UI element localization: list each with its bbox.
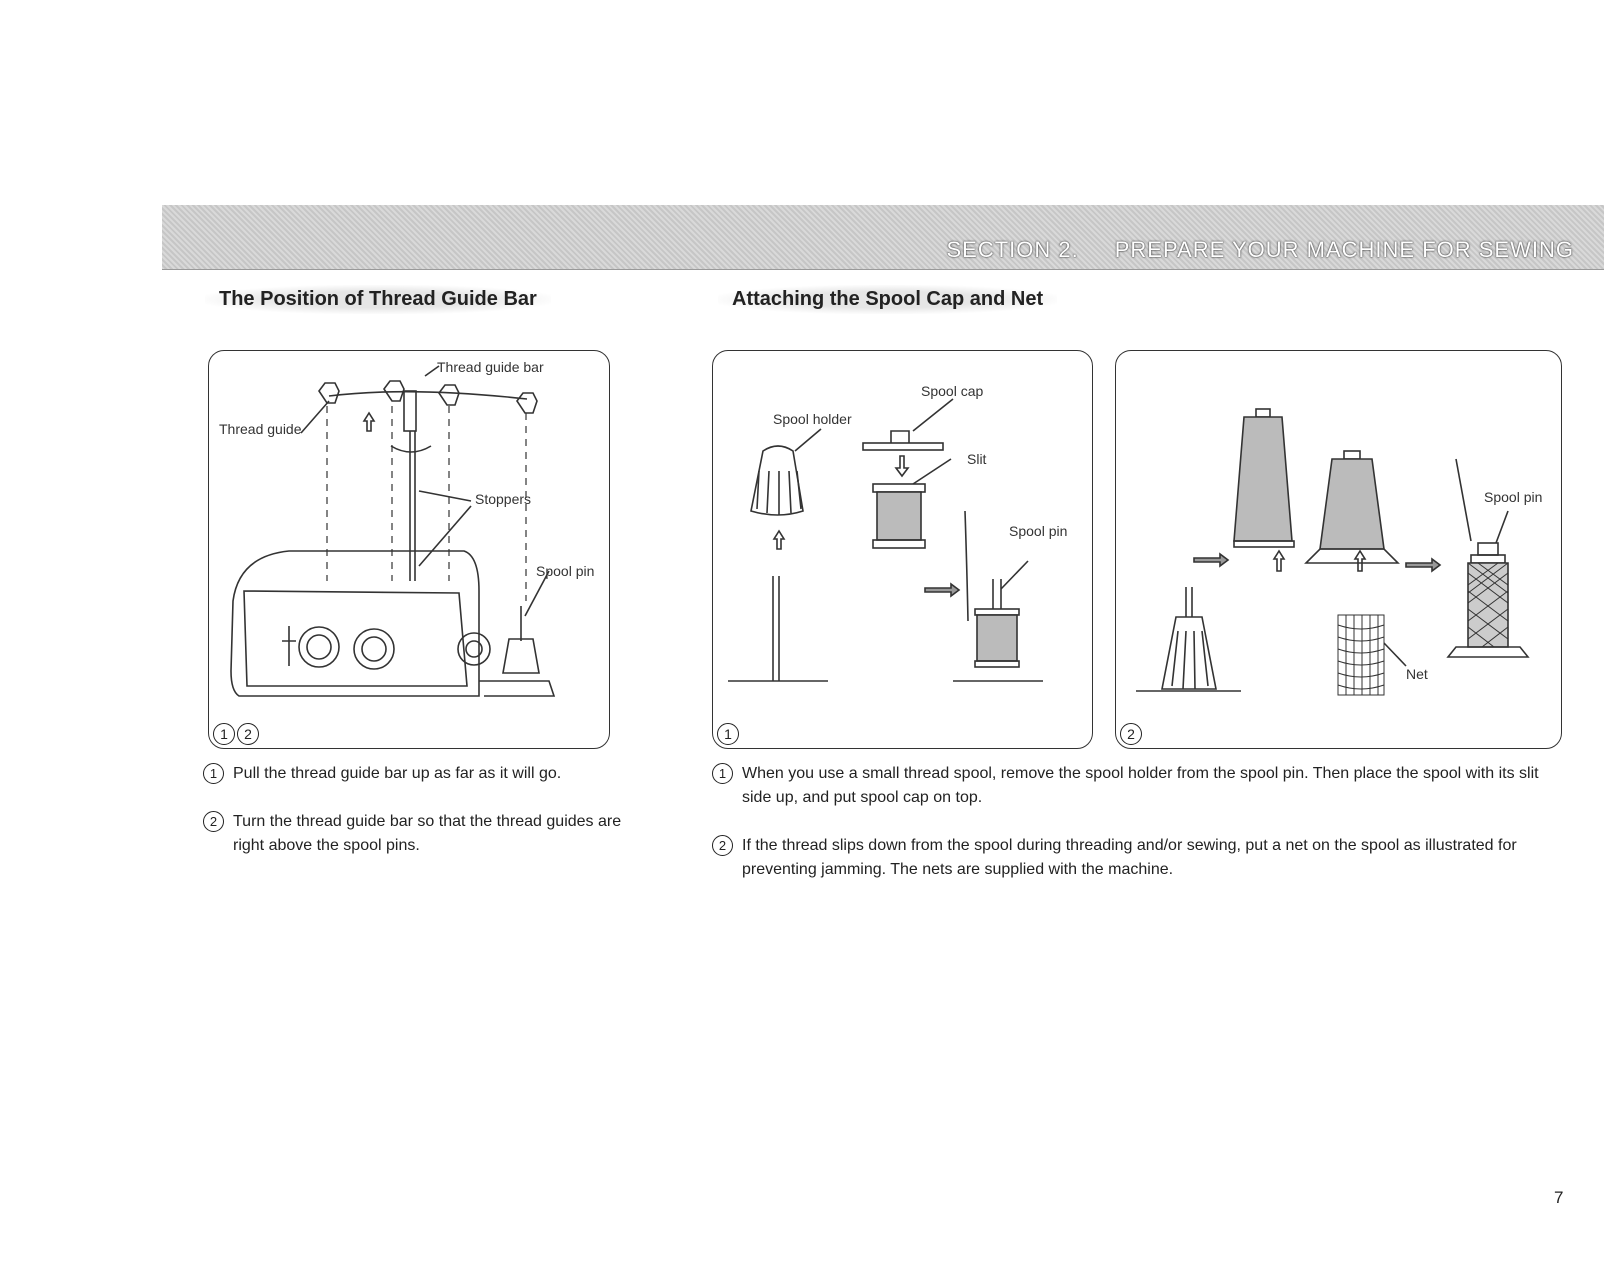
marker-1: 1 (717, 723, 739, 745)
step-text: If the thread slips down from the spool … (742, 837, 1517, 878)
heading-spool-cap-net: Attaching the Spool Cap and Net (718, 285, 1058, 314)
step-left-2: 2 Turn the thread guide bar so that the … (203, 810, 623, 858)
label-spool-cap: Spool cap (921, 383, 984, 399)
section-name: PREPARE YOUR MACHINE FOR SEWING (1114, 237, 1574, 262)
label-spool-pin-1: Spool pin (1009, 523, 1068, 539)
section-title: SECTION 2. PREPARE YOUR MACHINE FOR SEWIN… (911, 237, 1575, 263)
label-spool-pin: Spool pin (536, 563, 595, 579)
page-number: 7 (1554, 1188, 1564, 1207)
marker-2: 2 (237, 723, 259, 745)
spool-net-illustration (1136, 408, 1530, 696)
step-right-1: 1 When you use a small thread spool, rem… (712, 762, 1567, 810)
spool-cap-illustration (728, 398, 1043, 682)
marker-1: 1 (213, 723, 235, 745)
label-thread-guide: Thread guide (219, 421, 302, 437)
label-spool-pin-2: Spool pin (1484, 489, 1543, 505)
marker-2: 2 (1120, 723, 1142, 745)
section-header-band: SECTION 2. PREPARE YOUR MACHINE FOR SEWIN… (162, 205, 1604, 270)
label-net: Net (1406, 666, 1428, 682)
step-right-2: 2 If the thread slips down from the spoo… (712, 834, 1567, 882)
label-slit: Slit (967, 451, 987, 467)
figure-spool-cap: Spool cap Spool holder Slit Spool pin 1 (712, 350, 1093, 749)
step-number: 1 (712, 763, 733, 784)
step-text: Turn the thread guide bar so that the th… (233, 813, 622, 854)
figure-spool-net: Spool pin Net 2 (1115, 350, 1562, 749)
step-number: 2 (203, 811, 224, 832)
label-stoppers: Stoppers (475, 491, 532, 507)
label-spool-holder: Spool holder (773, 411, 852, 427)
label-thread-guide-bar: Thread guide bar (437, 359, 544, 375)
heading-thread-guide-bar: The Position of Thread Guide Bar (205, 285, 551, 314)
machine-illustration (230, 365, 556, 697)
step-number: 1 (203, 763, 224, 784)
step-text: When you use a small thread spool, remov… (742, 765, 1539, 806)
section-number: SECTION 2. (946, 237, 1079, 262)
step-left-1: 1 Pull the thread guide bar up as far as… (203, 762, 623, 786)
step-text: Pull the thread guide bar up as far as i… (233, 765, 562, 782)
figure-thread-guide-bar: Thread guide bar Thread guide Stoppers S… (208, 350, 610, 749)
step-number: 2 (712, 835, 733, 856)
